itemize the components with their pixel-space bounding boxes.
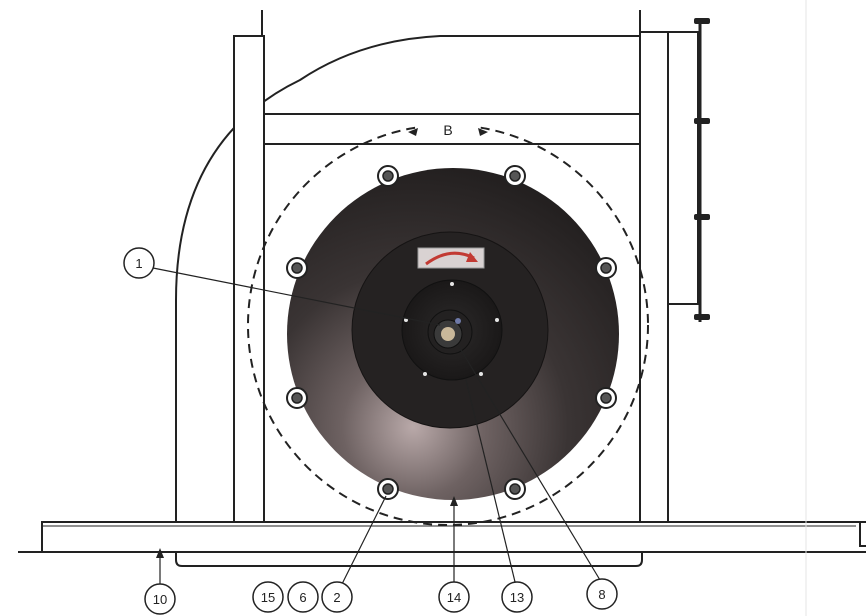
callout-1: 1: [123, 247, 155, 279]
callout-label: 6: [299, 590, 306, 605]
callout-label: 13: [510, 590, 524, 605]
callout-8: 8: [586, 578, 618, 610]
scroll-housing-outline: [175, 35, 640, 522]
shaft-setscrew: [455, 318, 461, 324]
callout-6: 6: [287, 581, 319, 613]
callout-10: 10: [144, 583, 176, 615]
bolt-icon: [504, 165, 526, 187]
callout-15: 15: [252, 581, 284, 613]
bolt-icon: [595, 257, 617, 279]
callout-label: 2: [333, 590, 340, 605]
callout-13: 13: [501, 581, 533, 613]
rotation-arrow-head-icon: [466, 252, 478, 262]
bolt-icon: [595, 387, 617, 409]
bolt-icon: [286, 387, 308, 409]
rotation-label-plate: [417, 247, 485, 269]
view-label: B: [443, 122, 452, 138]
bolt-icon: [377, 478, 399, 500]
flange-bolts: [694, 18, 710, 320]
callout-label: 1: [135, 256, 142, 271]
bolt-icon: [504, 478, 526, 500]
bolt-icon: [377, 165, 399, 187]
left-frame-post: [233, 35, 265, 523]
view-arrow-left: [408, 128, 418, 136]
shaft: [441, 327, 455, 341]
callout-label: 14: [447, 590, 461, 605]
view-b-dashed-circle: [247, 124, 649, 526]
callout-2: 2: [321, 581, 353, 613]
hub-bolt-dots: [404, 282, 499, 376]
callout-label: 15: [261, 590, 275, 605]
leader-arrowheads: [156, 496, 458, 558]
base-plate-right-lip: [856, 521, 866, 547]
inlet-mounting-bolts: [286, 165, 617, 500]
right-frame-post: [639, 31, 669, 523]
bolt-icon: [286, 257, 308, 279]
callout-14: 14: [438, 581, 470, 613]
callout-label: 10: [153, 592, 167, 607]
mounting-foot: [175, 552, 643, 567]
callout-label: 8: [598, 587, 605, 602]
leader-lines: [152, 267, 601, 590]
view-arrow-right: [478, 128, 488, 136]
outlet-flange: [667, 31, 699, 305]
